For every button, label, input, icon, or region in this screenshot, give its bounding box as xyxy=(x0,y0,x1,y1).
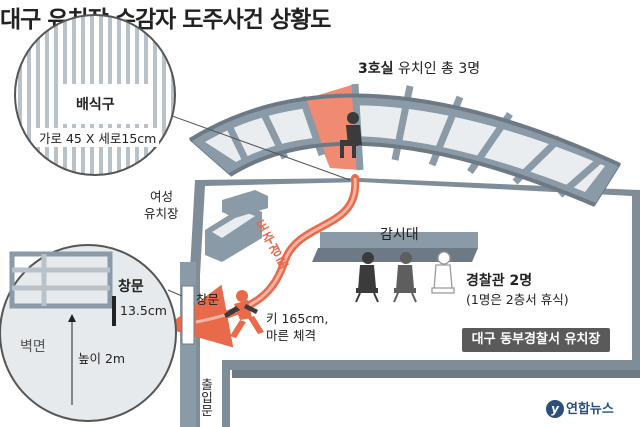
female-cell-block xyxy=(205,190,268,262)
monitor-desk xyxy=(312,232,478,262)
window-slot xyxy=(181,285,195,345)
suspect-figure xyxy=(224,290,264,338)
cell-block xyxy=(188,83,621,207)
height-label: 높이 2m xyxy=(78,351,126,366)
window-callout-name: 창문 xyxy=(118,279,144,295)
window-callout-height: 13.5cm xyxy=(120,303,167,318)
officer-chairs xyxy=(355,251,455,303)
feeding-slot-size: 가로 45 X 세로15cm xyxy=(36,128,160,147)
suspect-build: 마른 체격 xyxy=(266,328,316,343)
cell3-count: 유치인 총 3명 xyxy=(393,61,481,77)
police-note: (1명은 2층서 휴식) xyxy=(466,292,569,307)
credit-text: 연합뉴스 xyxy=(566,402,614,417)
exit-label: 출입문 xyxy=(201,377,213,418)
feeding-slot-title: 배식구 xyxy=(76,97,115,113)
female-cell-label-1: 여성 xyxy=(150,189,174,204)
suspect-height: 키 165cm, xyxy=(266,311,329,326)
inmate-figure xyxy=(340,112,362,158)
station-badge: 대구 동부경찰서 유치장 xyxy=(462,328,610,352)
window-label: 창문 xyxy=(196,292,220,307)
police-count: 경찰관 2명 xyxy=(466,273,533,289)
cell3-label: 3호실 유치인 총 3명 xyxy=(358,58,480,78)
yonhap-logo-icon: y xyxy=(546,400,564,418)
cell3-number: 3호실 xyxy=(358,61,394,77)
window-magnifier xyxy=(0,244,177,422)
female-cell-label-2: 유치장 xyxy=(144,206,179,221)
monitor-desk-label: 감시대 xyxy=(380,227,419,243)
wall-label: 벽면 xyxy=(20,339,46,355)
